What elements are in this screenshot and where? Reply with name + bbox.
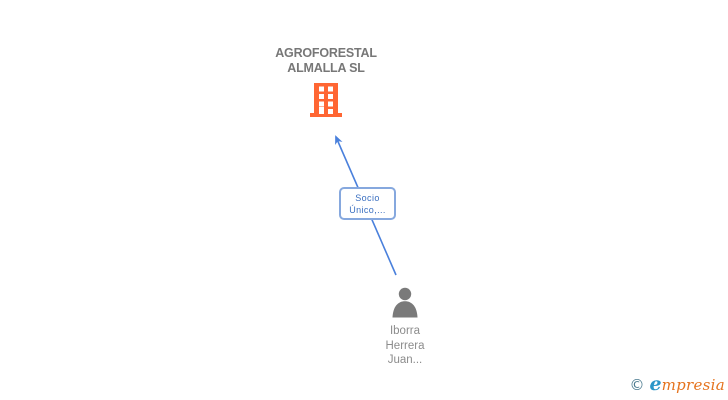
edge-label-line1: Socio — [355, 192, 380, 203]
person-name-line3: Juan... — [387, 354, 423, 366]
person-node[interactable]: Iborra Herrera Juan... — [345, 287, 465, 368]
person-icon — [345, 287, 465, 318]
company-name-line2: ALMALLA SL — [287, 61, 365, 75]
company-name: AGROFORESTAL ALMALLA SL — [236, 46, 416, 76]
brand-initial: e — [649, 373, 662, 395]
copyright-icon: © — [629, 376, 645, 394]
person-name-line1: Iborra — [389, 325, 421, 337]
empresia-logo[interactable]: © e mpresia — [629, 373, 725, 395]
edge-label[interactable]: Socio Único,... — [339, 187, 396, 220]
company-name-line1: AGROFORESTAL — [275, 46, 377, 60]
person-name-line2: Herrera — [385, 339, 425, 352]
building-icon — [236, 83, 416, 117]
edge-label-line2: Único,... — [349, 204, 386, 215]
company-node[interactable]: AGROFORESTAL ALMALLA SL — [236, 46, 416, 117]
person-name: Iborra Herrera Juan... — [345, 324, 465, 368]
brand-rest: mpresia — [661, 376, 725, 394]
